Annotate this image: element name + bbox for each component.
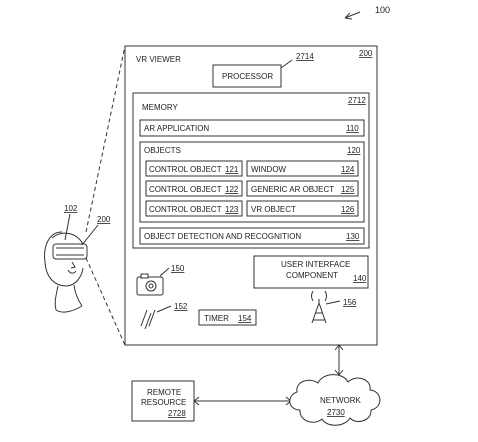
antenna-icon (311, 290, 327, 324)
object-item-ref: 123 (225, 205, 239, 214)
camera-icon (136, 273, 164, 296)
object-item-ref: 126 (341, 205, 355, 214)
remote-resource-ref: 2728 (168, 409, 186, 418)
figure-ref-arrowhead (344, 12, 353, 20)
sensor-leader (156, 305, 172, 313)
vr-viewer-ref: 200 (359, 49, 373, 58)
ui-component-line1: USER INTERFACE (281, 260, 350, 269)
camera-ref: 150 (171, 264, 185, 273)
object-item-ref: 124 (341, 165, 355, 174)
ar-application-ref: 110 (346, 124, 359, 133)
user-leader (64, 213, 71, 241)
ar-application-box (139, 119, 365, 137)
object-item (145, 180, 243, 197)
headset-ref: 200 (97, 215, 111, 224)
user-ref: 102 (64, 204, 78, 213)
figure-ref: 100 (375, 5, 390, 15)
memory-ref: 2712 (348, 96, 366, 105)
timer-label: TIMER (204, 314, 229, 323)
objects-label: OBJECTS (144, 146, 181, 155)
object-item (246, 160, 359, 177)
timer-ref: 154 (238, 314, 252, 323)
processor-box (212, 64, 282, 88)
object-item-label: CONTROL OBJECT (149, 165, 222, 174)
vr-viewer-label: VR VIEWER (136, 55, 181, 64)
objects-ref: 120 (347, 146, 361, 155)
network-label: NETWORK (320, 396, 362, 405)
view-line-bottom (85, 257, 126, 346)
object-item-ref: 122 (225, 185, 239, 194)
object-item-label: VR OBJECT (251, 205, 296, 214)
remote-resource-line1: REMOTE (147, 388, 181, 397)
timer-box (198, 309, 257, 326)
remote-resource-box (131, 380, 195, 422)
object-item-label: WINDOW (251, 165, 287, 174)
sensor-icon (140, 309, 156, 330)
sensor-ref: 152 (174, 302, 188, 311)
object-detection-ref: 130 (346, 232, 360, 241)
figure-ref-arrow (344, 11, 361, 19)
remote-resource-line2: RESOURCE (141, 398, 186, 407)
object-item (145, 200, 243, 217)
camera-leader (159, 267, 170, 277)
ar-application-label: AR APPLICATION (144, 124, 209, 133)
object-item-ref: 121 (225, 165, 239, 174)
ui-component-line2: COMPONENT (286, 271, 338, 280)
processor-ref: 2714 (296, 52, 314, 61)
antenna-leader (325, 300, 341, 305)
processor-label: PROCESSOR (222, 72, 273, 81)
processor-leader (280, 59, 293, 69)
object-item (145, 160, 243, 177)
memory-label: MEMORY (142, 103, 179, 112)
object-item-label: CONTROL OBJECT (149, 185, 222, 194)
object-item-label: CONTROL OBJECT (149, 205, 222, 214)
object-item (246, 200, 359, 217)
object-item (246, 180, 359, 197)
headset-leader (81, 224, 99, 246)
ui-component-box (253, 255, 369, 289)
network-cloud (289, 374, 381, 426)
object-item-label: GENERIC AR OBJECT (251, 185, 334, 194)
ui-component-ref: 140 (353, 274, 367, 283)
object-item-ref: 125 (341, 185, 355, 194)
view-line-top (85, 45, 126, 233)
network-ref: 2730 (327, 408, 345, 417)
user-with-headset-icon (44, 231, 88, 313)
object-detection-label: OBJECT DETECTION AND RECOGNITION (144, 232, 301, 241)
antenna-ref: 156 (343, 298, 357, 307)
object-detection-box (139, 227, 365, 245)
